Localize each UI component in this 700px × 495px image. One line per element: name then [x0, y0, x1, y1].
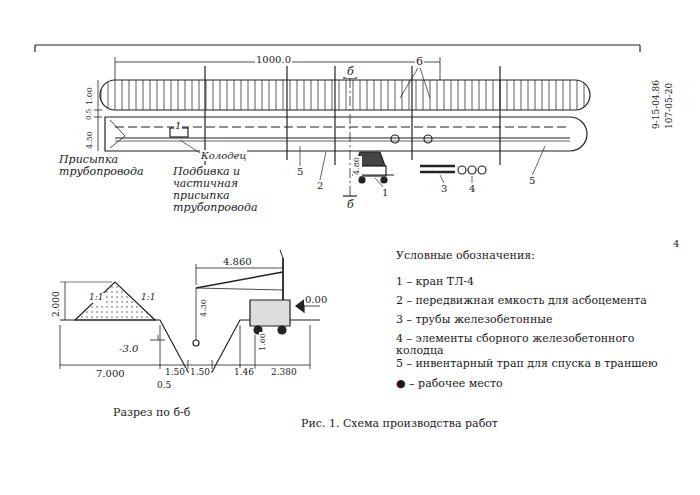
legend-entry: 5 – инвентарный трап для спуска в транше…	[395, 358, 659, 370]
legend-entry: 3 – трубы железобетонные	[395, 314, 553, 326]
drawing-label: 1000.0	[255, 54, 292, 65]
figure-caption: Рис. 1. Схема производства работ	[300, 418, 499, 430]
drawing-label: Условные обозначения:	[395, 250, 536, 262]
drawing-label: 1.60	[259, 332, 268, 352]
drawing-label: Разрез по б-б	[112, 407, 191, 419]
drawing-label: 4	[468, 183, 476, 194]
drawing-label: 2.380	[270, 368, 298, 378]
drawing-label: 1.50	[189, 368, 211, 378]
legend-entry: ● – рабочее место	[395, 378, 504, 390]
drawing-label: 107-05-20	[665, 82, 675, 130]
drawing-label: 6	[415, 56, 424, 68]
drawing-label: 2.000	[52, 290, 62, 318]
legend-entry: 4 – элементы сборного железобетонного ко…	[395, 333, 647, 357]
drawing-label: Подбивка и частичная присыпка трубопрово…	[172, 166, 284, 214]
drawing-label: 1:1	[88, 293, 104, 303]
drawing-label: -3.0	[118, 343, 139, 354]
drawing-label: 5	[296, 166, 304, 177]
legend-entry: 1 – кран ТЛ-4	[395, 276, 475, 288]
drawing-label: 4.80	[353, 156, 362, 176]
drawing-label: Колодец	[200, 150, 247, 161]
drawing-label: 1.00	[86, 86, 95, 106]
drawing-label: б	[346, 199, 355, 211]
drawing-label: 1.50	[164, 368, 186, 378]
drawing-label: 1	[174, 120, 182, 131]
drawing-label: б	[346, 66, 355, 78]
drawing-label: 7.000	[95, 368, 126, 379]
drawing-label: 9-15-04.86	[652, 79, 662, 130]
drawing-label: 1:1	[140, 293, 156, 303]
drawing-label: 0.5	[156, 381, 172, 391]
drawing-label: 1.46	[233, 368, 255, 378]
drawing-label: 0.5	[86, 108, 94, 121]
drawing-label: Присыпка трубопровода	[58, 154, 155, 178]
legend-entry: 2 – передвижная емкость для асбоцемента	[395, 295, 648, 307]
drawing-label: 4.50	[86, 130, 95, 150]
drawing-label: 4.30	[200, 298, 209, 318]
drawing-label: 5	[528, 175, 536, 186]
drawing-label: 0.00	[304, 294, 328, 305]
drawing-label: 4.860	[222, 256, 253, 267]
drawing-label: 1	[381, 187, 389, 198]
drawing-label: 4	[672, 238, 680, 249]
drawing-label: 2	[316, 180, 324, 191]
drawing-label: 3	[440, 183, 448, 194]
